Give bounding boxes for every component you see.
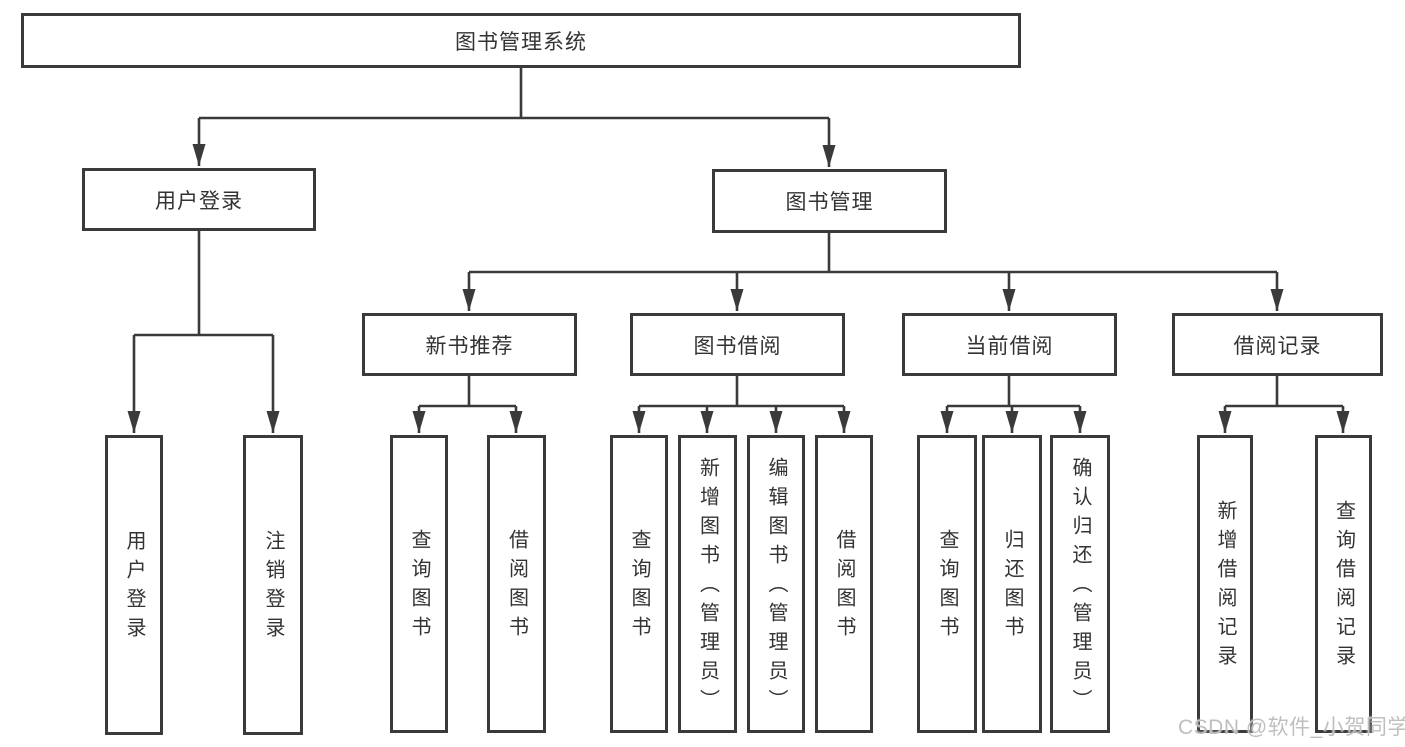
node-label: 确认归还（管理员） [1069, 456, 1091, 718]
leaf-query-borrowing-record: 查询借阅记录 [1315, 435, 1372, 733]
node-label: 借阅记录 [1233, 334, 1322, 358]
node-new-book-recommendation: 新书推荐 [362, 313, 577, 376]
node-book-borrowing: 图书借阅 [630, 313, 845, 376]
node-label: 借阅图书 [505, 529, 528, 645]
leaf-add-books-admin: 新增图书（管理员） [678, 435, 737, 733]
leaf-user-login: 用户登录 [105, 435, 163, 735]
leaf-borrow-books: 借阅图书 [815, 435, 873, 733]
node-label: 用户登录 [123, 530, 145, 646]
csdn-watermark: CSDN @软件_小贺同学 [1178, 716, 1405, 739]
node-label: 新书推荐 [425, 334, 514, 358]
node-current-borrowing: 当前借阅 [902, 313, 1117, 376]
node-label: 查询图书 [936, 529, 958, 645]
node-label: 新增图书（管理员） [696, 456, 719, 718]
node-borrowing-records: 借阅记录 [1172, 313, 1383, 376]
node-label: 图书借阅 [693, 334, 782, 358]
leaf-return-books: 归还图书 [982, 435, 1042, 733]
node-label: 注销登录 [262, 530, 284, 646]
node-label: 查询借阅记录 [1332, 500, 1355, 674]
node-label: 查询图书 [628, 529, 650, 645]
node-user-login: 用户登录 [82, 168, 316, 231]
node-label: 查询图书 [408, 529, 430, 645]
node-label: 借阅图书 [833, 529, 855, 645]
node-label: 用户登录 [155, 189, 243, 213]
node-label: 新增借阅记录 [1214, 500, 1236, 674]
node-label: 归还图书 [1001, 529, 1023, 645]
leaf-edit-books-admin: 编辑图书（管理员） [747, 435, 805, 733]
node-label: 图书管理 [785, 191, 874, 214]
leaf-logout: 注销登录 [243, 435, 303, 735]
node-book-management: 图书管理 [712, 169, 947, 233]
node-label: 图书管理系统 [455, 30, 587, 54]
node-library-management-system: 图书管理系统 [21, 13, 1021, 68]
leaf-query-books-current: 查询图书 [917, 435, 977, 733]
leaf-borrow-books-recommendation: 借阅图书 [487, 435, 546, 733]
node-label: 当前借阅 [965, 334, 1054, 358]
leaf-add-borrowing-record: 新增借阅记录 [1197, 435, 1253, 733]
node-label: 编辑图书（管理员） [765, 456, 787, 718]
leaf-confirm-return-admin: 确认归还（管理员） [1050, 435, 1110, 733]
leaf-query-books-recommendation: 查询图书 [390, 435, 448, 733]
leaf-query-books-borrowing: 查询图书 [610, 435, 668, 733]
